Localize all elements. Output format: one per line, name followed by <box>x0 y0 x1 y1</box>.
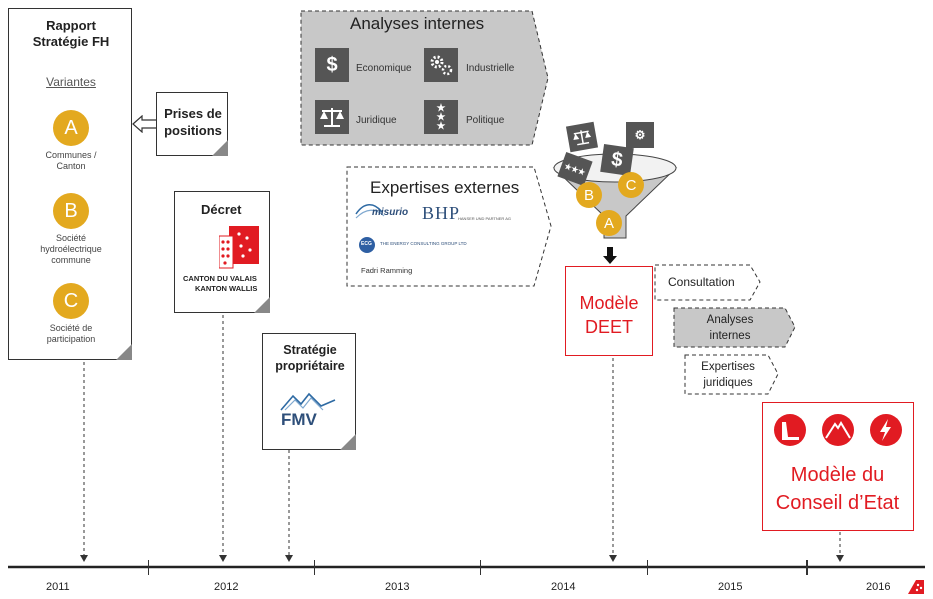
funnel-b-circle: B <box>576 182 602 208</box>
consultation-chevron <box>654 264 761 301</box>
year-2011: 2011 <box>46 581 70 593</box>
modele-ce-line1: Modèle du <box>790 464 885 486</box>
decret-title: Décret <box>201 202 242 217</box>
modele-deet-line1: Modèle <box>579 293 639 313</box>
fadri-ramming-label: Fadri Ramming <box>361 266 413 275</box>
analyses-internes-title: Analyses internes <box>350 14 485 33</box>
dollar-icon: $ <box>315 48 349 82</box>
variant-c-label-1: Société de <box>49 323 93 333</box>
variant-b-circle: B <box>53 193 89 229</box>
misurio-logo-text: misurio <box>372 207 409 218</box>
consultation-label: Consultation <box>668 275 735 289</box>
year-2013: 2013 <box>385 581 410 593</box>
timeline-tick <box>480 560 481 575</box>
dam-icon <box>774 414 806 446</box>
misurio-logo-icon <box>355 204 385 219</box>
timeline-tick <box>647 560 648 575</box>
mountain-icon <box>822 414 854 446</box>
variant-c-circle: C <box>53 283 89 319</box>
economique-label: Economique <box>356 63 412 74</box>
variantes-label: Variantes <box>46 75 96 89</box>
modele-ce-line2: Conseil d’Etat <box>775 492 900 514</box>
funnel-gears-icon: ⚙ <box>626 122 654 148</box>
modele-conseil-etat-box: Modèle du Conseil d’Etat <box>762 402 914 531</box>
funnel-scales-icon <box>565 121 599 153</box>
stars-icon: ★★★ <box>424 100 458 134</box>
scales-icon <box>315 100 349 134</box>
prises-de-positions-document: Prises de positions <box>156 92 228 156</box>
year-2014: 2014 <box>551 581 576 593</box>
ecg-logo-subtext: THE ENERGY CONSULTING GROUP LTD <box>380 241 467 246</box>
variant-b-label-1: Société <box>55 233 87 243</box>
variant-a-circle: A <box>53 110 89 146</box>
strategie-line1: Stratégie <box>283 343 337 357</box>
decret-document: Décret CANTON DU VALAIS KANTON WALLIS <box>174 191 270 313</box>
juridique-label: Juridique <box>356 115 397 126</box>
modele-deet-box: Modèle DEET <box>565 266 653 356</box>
rapport-title-line2: Stratégie FH <box>32 34 110 49</box>
timeline-tick <box>806 560 808 575</box>
strategie-document: Stratégie propriétaire FMV <box>262 333 356 450</box>
analyses-internes-chevron <box>673 307 796 348</box>
bhp-logo-text: BHP <box>422 203 461 223</box>
funnel-a-circle: A <box>596 210 622 236</box>
fmv-logo-text: FMV <box>281 410 317 429</box>
down-arrow-icon <box>603 247 617 264</box>
side-expertises-line1: Expertises <box>701 361 755 373</box>
timeline-tick <box>148 560 149 575</box>
rapport-document: Rapport Stratégie FH Variantes A Commune… <box>8 8 132 360</box>
rapport-title-line1: Rapport <box>46 18 96 33</box>
ecg-logo-icon <box>359 237 375 253</box>
variant-b-label-3: commune <box>51 255 91 265</box>
year-2012: 2012 <box>214 581 239 593</box>
modele-deet-line2: DEET <box>584 317 633 337</box>
side-analyses-line2: internes <box>709 330 751 342</box>
page-fold-icon <box>116 344 132 360</box>
gears-icon <box>424 48 458 82</box>
decret-logo-line2: KANTON WALLIS <box>195 284 258 293</box>
side-analyses-line1: Analyses <box>706 314 754 326</box>
year-2015: 2015 <box>718 581 743 593</box>
prises-line1: Prises de <box>164 106 222 121</box>
year-2016: 2016 <box>866 581 891 593</box>
page-fold-icon <box>340 434 356 450</box>
valais-coat-of-arms-icon <box>219 226 259 269</box>
lightning-icon <box>870 414 902 446</box>
industrielle-label: Industrielle <box>466 63 515 74</box>
funnel-c-circle: C <box>618 172 644 198</box>
page-fold-icon <box>254 297 270 313</box>
prises-line2: positions <box>164 123 222 138</box>
page-fold-icon <box>212 140 228 156</box>
side-expertises-line2: juridiques <box>703 377 753 389</box>
expertises-externes-title: Expertises externes <box>370 178 520 197</box>
bhp-logo-subtext: HANSER UND PARTNER AG <box>458 216 511 221</box>
variant-a-label-1: Communes / <box>45 150 97 160</box>
expertises-externes-panel <box>346 166 552 287</box>
valais-logo-icon <box>908 580 924 594</box>
strategie-line2: propriétaire <box>275 359 345 373</box>
variant-a-label-2: Canton <box>56 161 86 171</box>
variant-b-label-2: hydroélectrique <box>40 244 102 254</box>
politique-label: Politique <box>466 115 505 126</box>
ecg-logo-text: ECG <box>361 241 372 247</box>
timeline-tick <box>314 560 315 575</box>
expertises-juridiques-chevron <box>684 354 779 395</box>
fmv-mountain-logo-icon <box>280 392 336 411</box>
decret-logo-line1: CANTON DU VALAIS <box>183 274 257 283</box>
variant-c-label-2: participation <box>46 334 96 344</box>
